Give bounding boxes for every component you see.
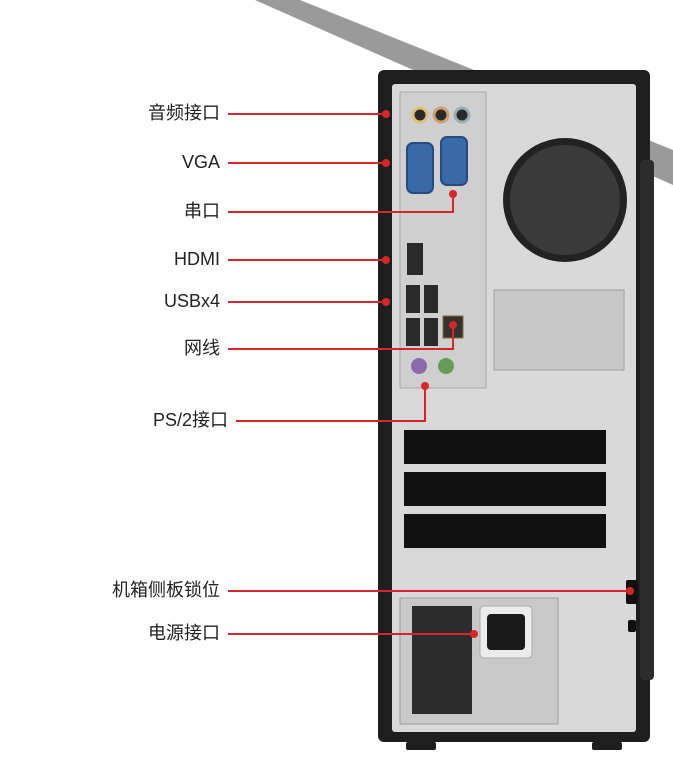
- callout-line-ps2: [236, 420, 426, 422]
- callout-dot-audio: [382, 110, 390, 118]
- callout-line-audio: [228, 113, 386, 115]
- callout-dot-lock: [626, 587, 634, 595]
- callout-dot-lan: [449, 321, 457, 329]
- callout-label-serial: 串口: [184, 201, 220, 221]
- callout-label-hdmi: HDMI: [174, 249, 220, 269]
- callout-dot-hdmi: [382, 256, 390, 264]
- callout-label-ps2: PS/2接口: [152, 410, 228, 430]
- callout-dot-serial: [449, 190, 457, 198]
- callout-vline-serial: [452, 194, 454, 213]
- callout-dot-power: [470, 630, 478, 638]
- callout-line-serial: [228, 211, 454, 213]
- callout-vline-lan: [452, 325, 454, 350]
- callout-dot-ps2: [421, 382, 429, 390]
- callout-label-audio: 音频接口: [148, 103, 220, 123]
- callout-line-hdmi: [228, 259, 386, 261]
- callout-label-lan: 网线: [184, 338, 220, 358]
- callout-label-lock: 机箱侧板锁位: [112, 580, 220, 600]
- callout-line-vga: [228, 162, 386, 164]
- callout-line-usb: [228, 301, 386, 303]
- callout-dot-usb: [382, 298, 390, 306]
- callout-label-power: 电源接口: [148, 623, 220, 643]
- callout-dot-vga: [382, 159, 390, 167]
- callout-vline-ps2: [424, 386, 426, 422]
- callout-line-power: [228, 633, 474, 635]
- callout-line-lan: [228, 348, 454, 350]
- callout-line-lock: [228, 590, 630, 592]
- callout-label-usb: USBx4: [163, 291, 220, 311]
- callout-label-vga: VGA: [181, 152, 220, 172]
